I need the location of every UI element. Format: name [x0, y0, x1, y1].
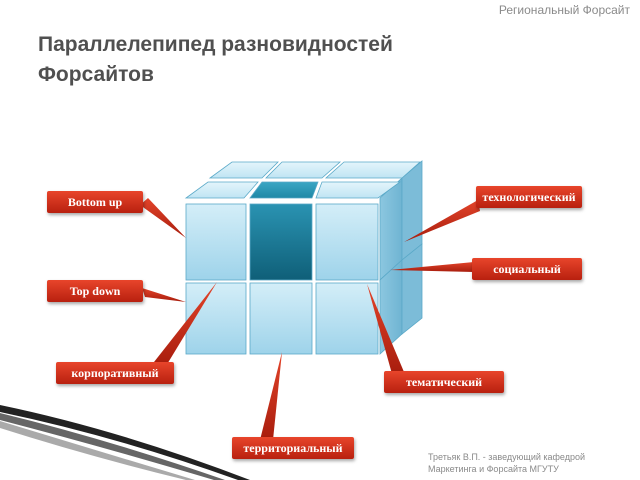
footer-line-1: Третьяк В.П. - заведующий кафедрой [428, 452, 586, 462]
decorative-swoosh [0, 405, 250, 480]
cube [184, 160, 423, 355]
label-social: социальный [472, 258, 582, 280]
footer-credit: Третьяк В.П. - заведующий кафедрой Марке… [428, 451, 585, 475]
label-bottom-up: Bottom up [47, 191, 143, 213]
label-corporate: корпоративный [56, 362, 174, 384]
label-top-down: Top down [47, 280, 143, 302]
footer-line-2: Маркетинга и Форсайта МГУТУ [428, 464, 559, 474]
callout-pointers [140, 198, 480, 440]
label-technological: технологический [476, 186, 582, 208]
slide-title: Параллелепипед разновидностей Форсайтов [38, 33, 393, 86]
label-territorial: территориальный [232, 437, 354, 459]
header-tag: Региональный Форсайт [498, 3, 630, 17]
label-thematic: тематический [384, 371, 504, 393]
